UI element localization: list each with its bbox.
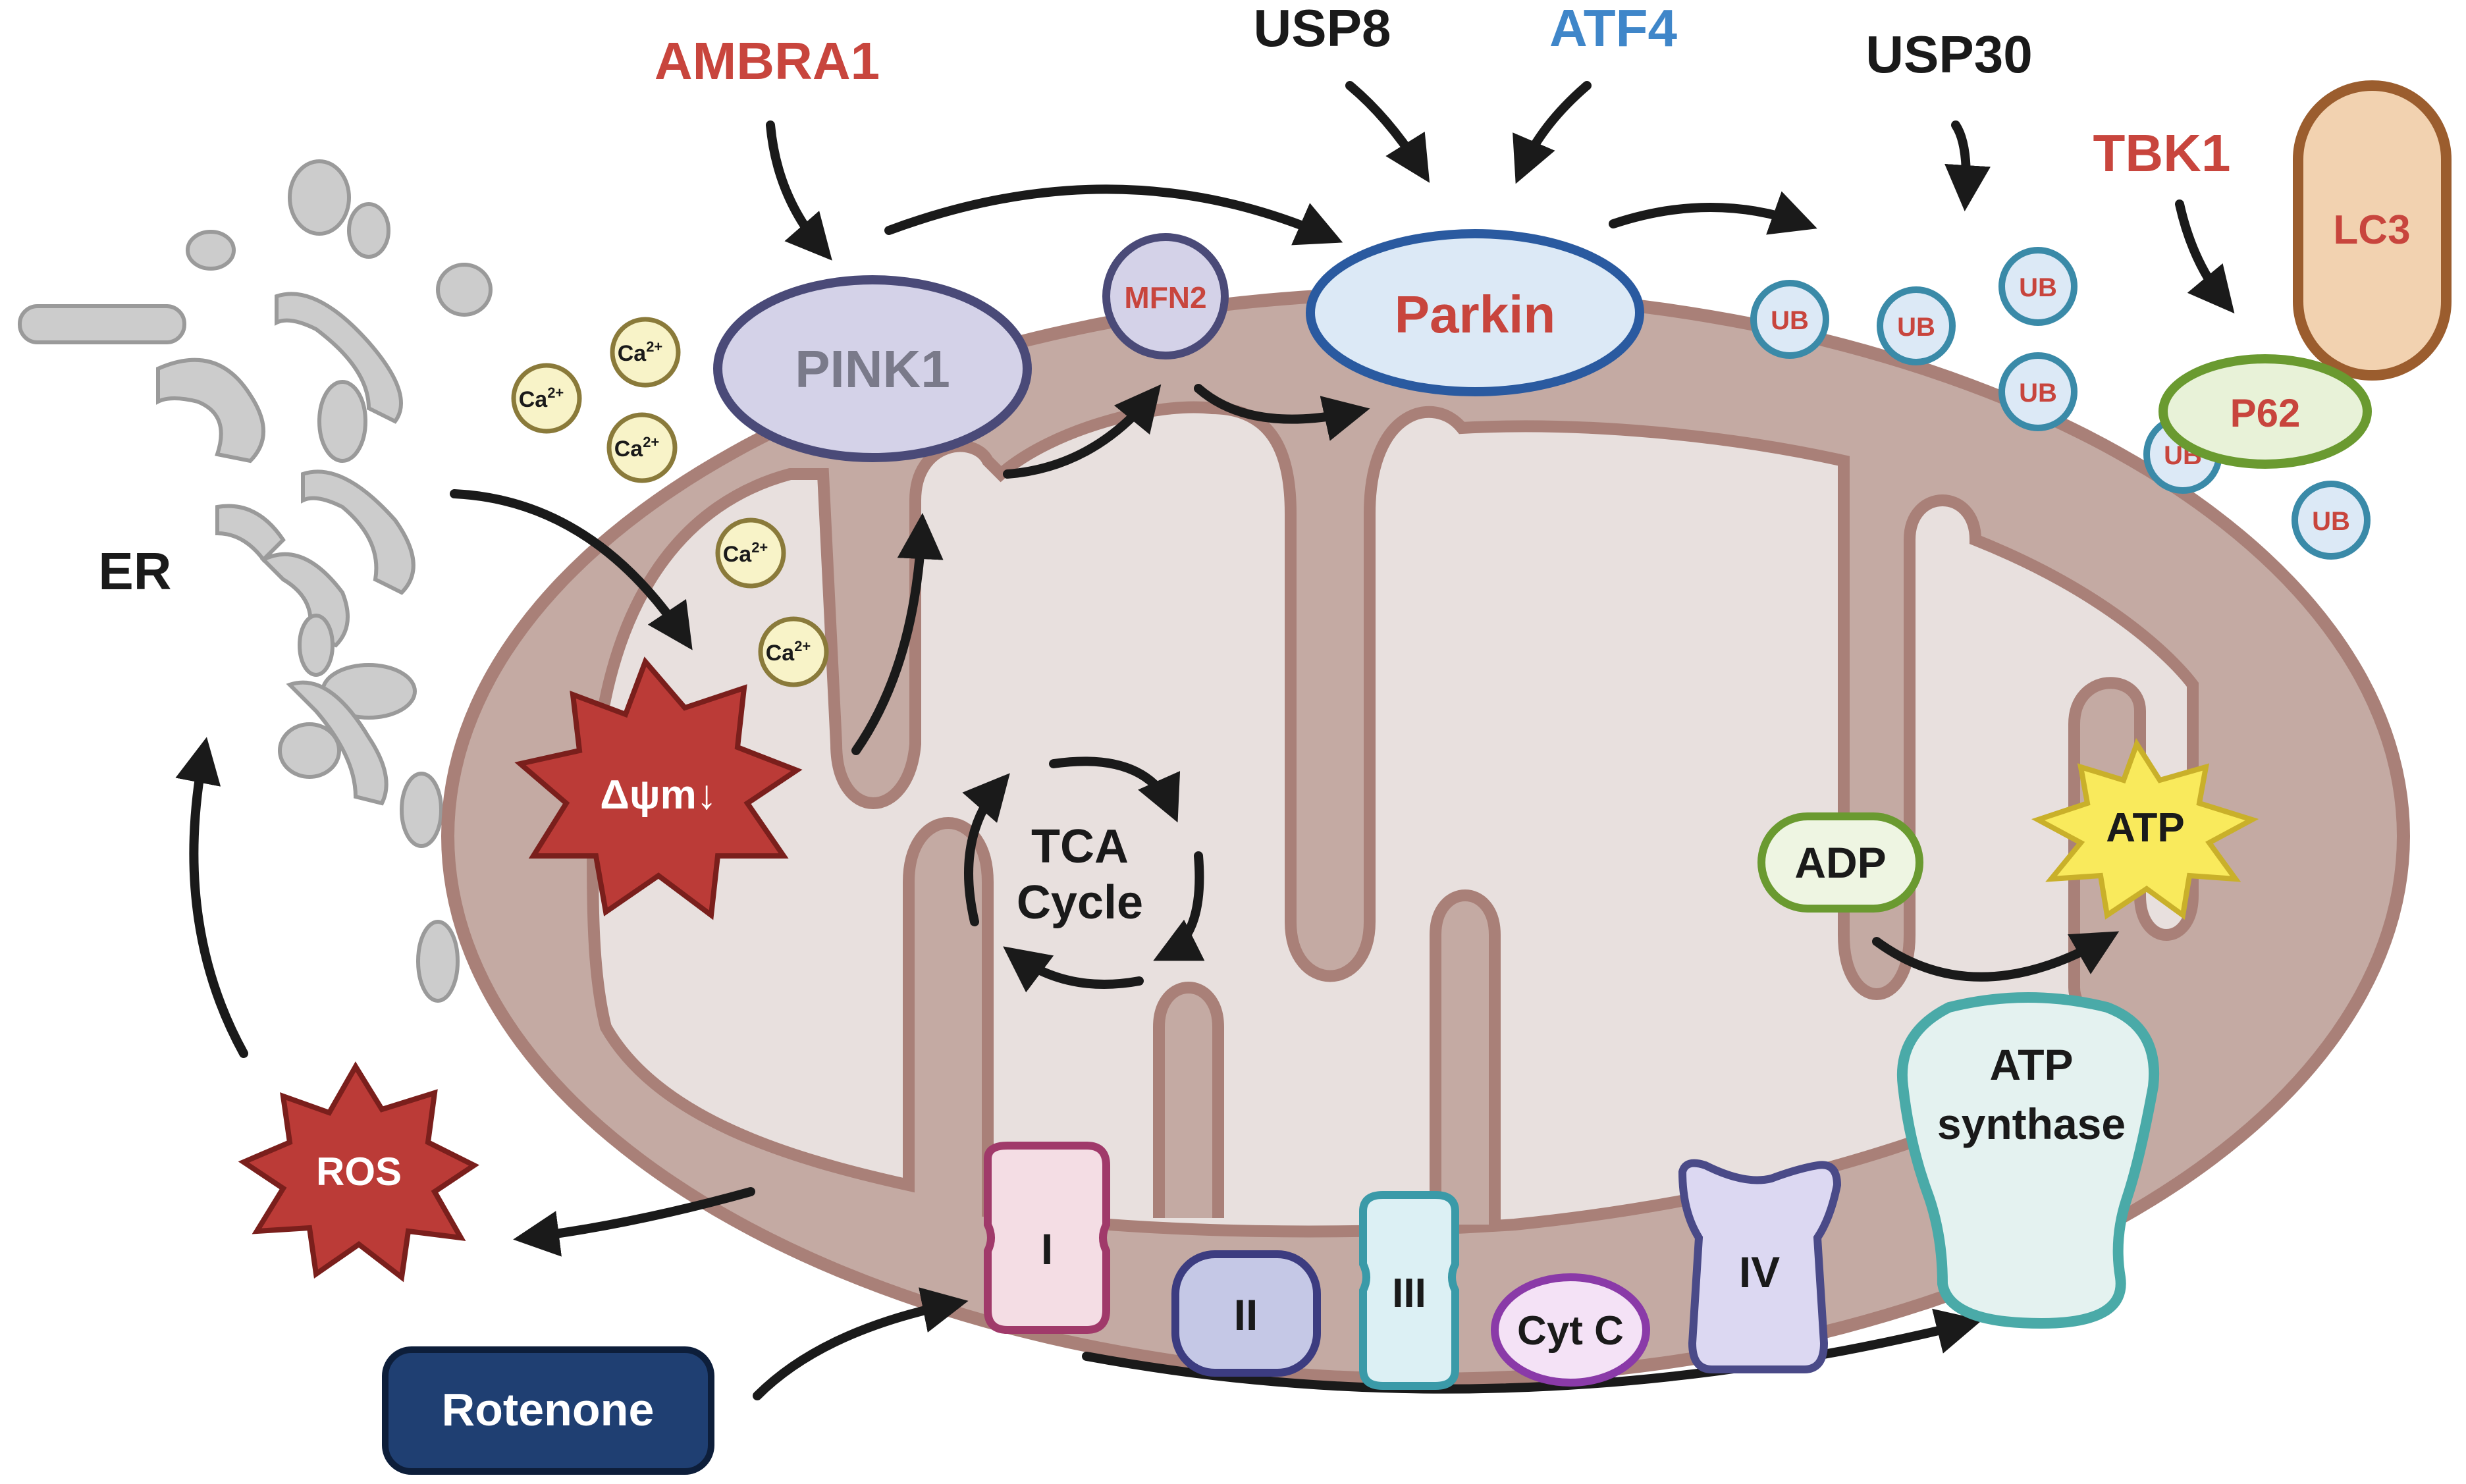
- parkin-label: Parkin: [1395, 285, 1556, 344]
- ca-label-4: Ca2+: [723, 539, 768, 567]
- ub-label-4: UB: [2019, 379, 2057, 408]
- complex-iv-label: IV: [1739, 1248, 1780, 1296]
- ca-label-5: Ca2+: [766, 638, 811, 666]
- ub-4: [1998, 352, 2077, 431]
- lc3: LC3: [2293, 80, 2452, 381]
- complex-ii-label: II: [1234, 1290, 1258, 1339]
- atp-synthase: ATP synthase: [1896, 992, 2160, 1329]
- complex-iii-label: III: [1392, 1271, 1426, 1316]
- ambra1-label: AMBRA1: [655, 32, 880, 90]
- complex-iv: IV: [1678, 1159, 1842, 1373]
- p62: P62: [2158, 354, 2372, 469]
- complex-i: I: [984, 1142, 1110, 1334]
- ub-1: [1750, 280, 1829, 359]
- pink1: PINK1: [713, 275, 1032, 462]
- ros-burst: ROS: [238, 1061, 479, 1283]
- rotenone: Rotenone: [382, 1346, 714, 1475]
- calcium-ions: [511, 317, 829, 687]
- tca-cycle-arrows: [962, 756, 1205, 993]
- usp8-label: USP8: [1254, 0, 1391, 57]
- atp-label: ATP: [2106, 805, 2184, 851]
- ca-label-2: Ca2+: [618, 338, 663, 366]
- ubiquitin-group: [1750, 247, 2371, 560]
- complex-i-label: I: [1041, 1225, 1053, 1273]
- p62-label: P62: [2230, 391, 2301, 435]
- pink1-label: PINK1: [795, 340, 950, 398]
- ca-label-3: Ca2+: [614, 434, 660, 462]
- tca-label-line1: TCA: [1031, 820, 1129, 873]
- adp: ADP: [1757, 812, 1923, 913]
- rotenone-label: Rotenone: [442, 1384, 655, 1435]
- atf4-label: ATF4: [1549, 0, 1678, 57]
- atp-synthase-label-line2: synthase: [1937, 1100, 2126, 1148]
- ub-label-2: UB: [1897, 313, 1935, 342]
- complex-ii: II: [1171, 1250, 1321, 1377]
- parkin: Parkin: [1306, 229, 1644, 396]
- cyt-c: Cyt C: [1491, 1273, 1650, 1387]
- er-structure: [18, 159, 493, 1003]
- mfn2: MFN2: [1102, 233, 1229, 359]
- ub-3: [1998, 247, 2077, 326]
- adp-label: ADP: [1794, 838, 1886, 887]
- ub-label-1: UB: [1771, 306, 1809, 335]
- usp30-label: USP30: [1865, 25, 2032, 84]
- ub-6: [2292, 481, 2371, 560]
- lc3-label: LC3: [2333, 207, 2410, 253]
- complex-iii: III: [1359, 1191, 1459, 1390]
- er-label: ER: [98, 542, 171, 600]
- delta-psi-label: Δψm↓: [600, 772, 716, 818]
- ub-label-6: UB: [2312, 507, 2350, 536]
- ros-label: ROS: [316, 1150, 402, 1194]
- atp-synthase-label-line1: ATP: [1989, 1040, 2073, 1089]
- delta-psi-burst: Δψm↓: [514, 656, 803, 920]
- mfn2-label: MFN2: [1124, 280, 1206, 315]
- cyt-c-label: Cyt C: [1517, 1308, 1624, 1354]
- ub-2: [1877, 286, 1956, 365]
- atp-burst: ATP: [2031, 738, 2259, 920]
- ub-label-3: UB: [2019, 273, 2057, 302]
- tbk1-label: TBK1: [2093, 124, 2231, 182]
- ca-label-1: Ca2+: [519, 384, 564, 412]
- tca-label-line2: Cycle: [1017, 876, 1143, 929]
